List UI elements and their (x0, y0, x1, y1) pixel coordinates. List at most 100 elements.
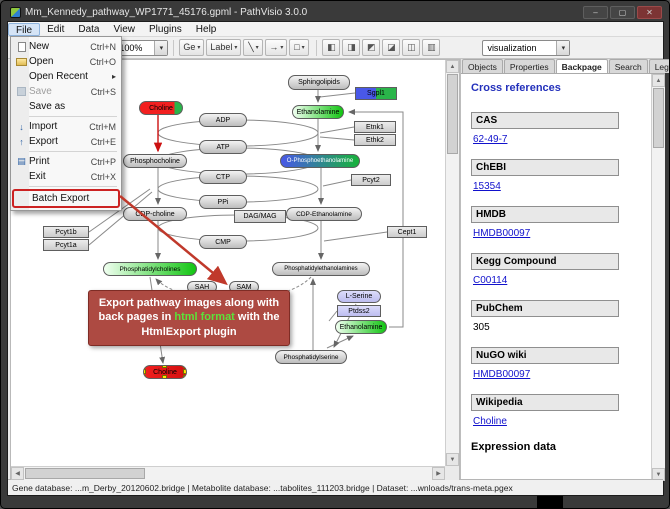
menubar-item-file[interactable]: File (8, 22, 41, 36)
selection-handle[interactable] (162, 375, 167, 378)
close-button[interactable]: ✕ (637, 6, 662, 19)
pathway-node-choline[interactable]: Choline (139, 101, 183, 115)
menubar-item-help[interactable]: Help (195, 23, 217, 35)
pathway-node-dag-mag[interactable]: DAG/MAG (234, 210, 286, 223)
scrollbar-thumb[interactable] (653, 88, 664, 148)
pathway-node-o-phosphoethanolamine[interactable]: O-Phosphoethanolamine (280, 154, 360, 168)
chevron-down-icon: ▾ (255, 45, 259, 52)
pathway-node-ethk2[interactable]: Ethk2 (354, 134, 396, 146)
tab-legend[interactable]: Legend (648, 59, 669, 73)
pathway-node-sgpl1[interactable]: Sgpl1 (355, 87, 397, 100)
pathway-node-phosphatidylserine[interactable]: Phosphatidylserine (275, 350, 347, 364)
toolbar-separator (316, 39, 318, 56)
pathway-node-cdp-choline[interactable]: CDP-choline (123, 207, 187, 221)
tab-search[interactable]: Search (608, 59, 648, 73)
scroll-up-icon[interactable]: ▲ (652, 74, 665, 87)
tool-glyph: Ge (183, 42, 196, 53)
crossref-value-kegg-compound[interactable]: C00114 (473, 275, 508, 286)
menubar-item-plugins[interactable]: Plugins (148, 23, 182, 35)
pathway-node-cept1[interactable]: Cept1 (387, 226, 427, 238)
menubar-item-edit[interactable]: Edit (47, 23, 65, 35)
panel-scrollbar[interactable]: ▲ ▼ (651, 74, 665, 481)
pathway-node-pcyt2[interactable]: Pcyt2 (351, 174, 391, 186)
visualization-combo[interactable]: visualization ▾ (482, 39, 571, 56)
scrollbar-thumb[interactable] (25, 468, 145, 479)
scroll-right-icon[interactable]: ▶ (432, 467, 445, 480)
pathway-node-l-serine[interactable]: L-Serine (337, 290, 381, 303)
pathway-node-phosphocholine[interactable]: Phosphocholine (123, 154, 187, 168)
file-menu-item-save-as[interactable]: Save as (11, 99, 121, 114)
selection-handle[interactable] (183, 375, 186, 378)
selection-handle[interactable] (144, 366, 146, 368)
selection-handle[interactable] (183, 366, 186, 368)
statusbar-text: Gene database: ...m_Derby_20120602.bridg… (12, 482, 513, 493)
scroll-down-icon[interactable]: ▼ (446, 453, 459, 466)
crossref-value-cas[interactable]: 62-49-7 (473, 134, 508, 145)
align-tool-5[interactable]: ◫ (402, 39, 421, 56)
window-controls: – ▢ ✕ (583, 6, 664, 19)
pathway-node-sphingolipids[interactable]: Sphingolipids (288, 75, 350, 90)
file-menu-item-open-recent[interactable]: Open Recent▸ (11, 69, 121, 84)
align-tool-6[interactable]: ▥ (422, 39, 441, 56)
align-tool-1[interactable]: ◧ (322, 39, 341, 56)
crossref-value-chebi[interactable]: 15354 (473, 181, 501, 192)
pathway-node-ethanolamine[interactable]: Ethanolamine (292, 105, 344, 119)
crossref-value-nugo-wiki[interactable]: HMDB00097 (473, 369, 531, 380)
line-tool[interactable]: ╲▾ (243, 39, 264, 57)
scrollbar-thumb[interactable] (447, 74, 458, 154)
arrow-tool[interactable]: →▾ (265, 38, 288, 56)
menubar-item-data[interactable]: Data (78, 23, 100, 35)
align-tool-3[interactable]: ◩ (362, 39, 381, 56)
selection-handle[interactable] (144, 375, 146, 378)
file-menu-item-batch-export[interactable]: Batch Export (12, 189, 120, 208)
canvas-horizontal-scrollbar[interactable]: ◀ ▶ (11, 466, 445, 480)
pathway-node-atp[interactable]: ATP (199, 140, 247, 154)
menu-item-shortcut: Ctrl+X (90, 171, 116, 182)
crossref-value-hmdb[interactable]: HMDB00097 (473, 228, 531, 239)
tab-backpage[interactable]: Backpage (555, 59, 608, 73)
align-tool-2[interactable]: ◨ (342, 39, 361, 56)
chevron-down-icon[interactable]: ▾ (556, 40, 570, 55)
label-tool[interactable]: Label▾ (206, 38, 242, 56)
maximize-button[interactable]: ▢ (610, 6, 635, 19)
canvas-vertical-scrollbar[interactable]: ▲ ▼ (445, 60, 459, 466)
minimize-button[interactable]: – (583, 6, 608, 19)
pathway-node-pcyt1a[interactable]: Pcyt1a (43, 239, 89, 251)
menu-item-shortcut: Ctrl+S (90, 86, 116, 97)
selection-handle[interactable] (162, 366, 167, 368)
scroll-left-icon[interactable]: ◀ (11, 467, 24, 480)
tab-objects[interactable]: Objects (462, 59, 503, 73)
annotation-callout: Export pathway images along with back pa… (88, 290, 290, 346)
align-tool-4[interactable]: ◪ (382, 39, 401, 56)
pathway-node-etnk1[interactable]: Etnk1 (354, 121, 396, 133)
menu-item-label: Batch Export (32, 193, 90, 204)
chevron-down-icon[interactable]: ▾ (154, 40, 168, 55)
crossref-value-wikipedia[interactable]: Choline (473, 416, 507, 427)
selection-handle[interactable] (183, 369, 186, 374)
pathway-node-ppi[interactable]: PPi (199, 195, 247, 209)
pathway-node-cdp-ethanolamine[interactable]: CDP-Ethanolamine (286, 207, 362, 221)
pathway-node-choline[interactable]: Choline (143, 365, 187, 379)
pathway-node-phosphatidylcholines[interactable]: Phosphatidylcholines (103, 262, 197, 276)
shape-tool[interactable]: □▾ (289, 38, 310, 56)
pathway-node-pcyt1b[interactable]: Pcyt1b (43, 226, 89, 238)
zoom-combo[interactable]: 100% ▾ (114, 39, 169, 56)
selection-handle[interactable] (144, 369, 146, 374)
pathway-node-adp[interactable]: ADP (199, 113, 247, 127)
menubar-item-view[interactable]: View (113, 23, 135, 35)
pathway-node-ctp[interactable]: CTP (199, 170, 247, 184)
tab-properties[interactable]: Properties (503, 59, 555, 73)
pathway-node-ptdss2[interactable]: Ptdss2 (337, 305, 381, 317)
pathway-node-ethanolamine[interactable]: Ethanolamine (335, 320, 387, 334)
pathway-node-phosphatidylethanolamines[interactable]: Phosphatidylethanolamines (272, 262, 370, 276)
pathway-node-cmp[interactable]: CMP (199, 235, 247, 249)
scroll-up-icon[interactable]: ▲ (446, 60, 459, 73)
datanode-tool[interactable]: Ge▾ (179, 38, 205, 56)
